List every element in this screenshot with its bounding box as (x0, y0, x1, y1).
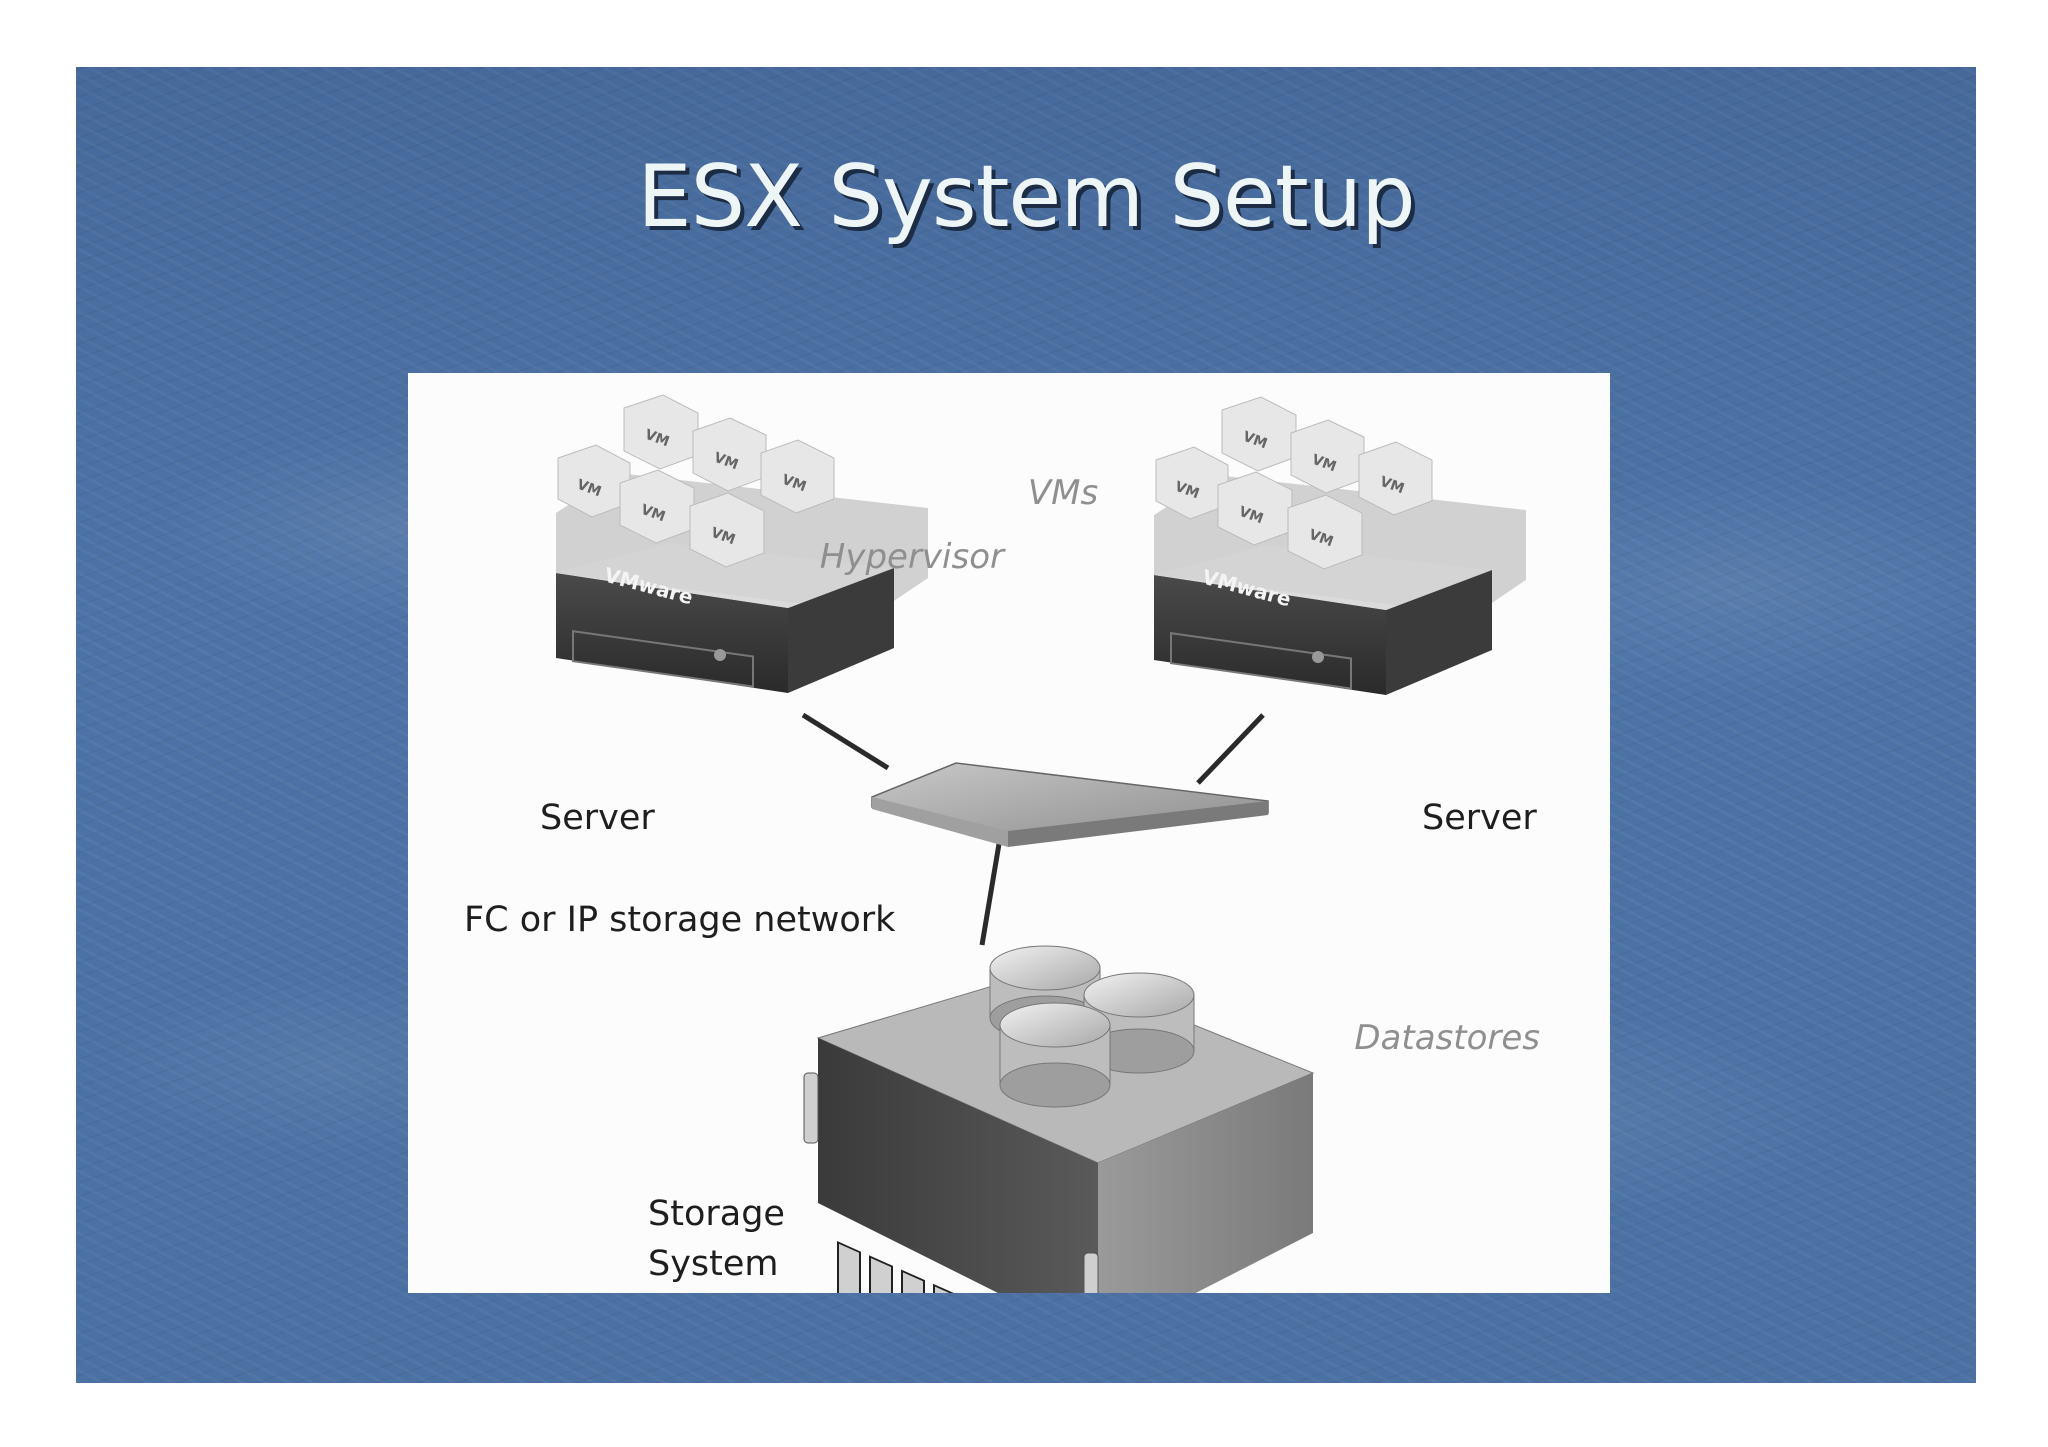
slide: ESX System Setup (76, 67, 1976, 1383)
vm-cubes-left: VM VM VM VM VM VM (557, 394, 835, 568)
vm-label: VM (1241, 429, 1270, 453)
server-left-button (714, 649, 726, 661)
server-right-side (1386, 570, 1492, 695)
vm-label: VM (575, 477, 604, 501)
vm-label: VM (643, 427, 672, 451)
label-hypervisor: Hypervisor (820, 537, 1006, 577)
cable-storage (979, 837, 1003, 946)
server-right: VMware VM VM VM VM VM VM (1154, 396, 1526, 695)
drive-bays (837, 1241, 957, 1293)
vm-label: VM (1173, 479, 1202, 503)
server-right-front (1154, 575, 1386, 695)
vm-label: VM (1378, 474, 1407, 498)
vm-label: VM (780, 472, 809, 496)
server-left-front (556, 573, 788, 693)
server-right-top (1154, 545, 1492, 610)
switch-side (872, 797, 1008, 847)
storage-side (1098, 1073, 1313, 1293)
label-storage-line1: Storage (648, 1194, 785, 1234)
slide-title: ESX System Setup (637, 147, 1416, 247)
server-right-bay (1170, 632, 1352, 690)
label-server-right: Server (1422, 798, 1537, 838)
server-left-top (556, 543, 894, 608)
vm-label: VM (712, 450, 741, 474)
drive-bay (837, 1241, 861, 1293)
network-cables (801, 712, 1265, 946)
label-vms: VMs (1028, 473, 1098, 513)
datastore-disks (989, 945, 1195, 1108)
cable-right-server (1196, 713, 1265, 785)
label-datastores: Datastores (1354, 1018, 1540, 1058)
drive-bay (869, 1255, 893, 1293)
storage-front (818, 1038, 1098, 1293)
server-left-side (788, 568, 894, 693)
server-left: VMware VM VM VM VM VM VM (556, 394, 928, 693)
vm-label: VM (709, 525, 738, 549)
vm-label: VM (1237, 504, 1266, 528)
esx-diagram-svg: VMware VM VM VM VM VM VM (464, 394, 1540, 1293)
server-right-button (1312, 651, 1324, 663)
vm-cubes-right: VM VM VM VM VM VM (1155, 396, 1433, 570)
drive-bay (933, 1283, 957, 1293)
switch-front (1008, 801, 1268, 847)
drive-bay (901, 1269, 925, 1293)
datastore-disk (999, 1002, 1111, 1108)
network-switch (871, 762, 1269, 847)
storage-handle-left (803, 1072, 819, 1144)
label-storage-line2: System (648, 1244, 779, 1284)
cable-left-server (801, 712, 890, 771)
storage-array (803, 945, 1315, 1293)
label-server-left: Server (540, 798, 655, 838)
server-left-bay (572, 630, 754, 688)
vm-label: VM (1307, 527, 1336, 551)
vm-label: VM (1310, 452, 1339, 476)
storage-handle-right (1083, 1252, 1099, 1293)
vm-label: VM (639, 502, 668, 526)
esx-diagram: VMware VM VM VM VM VM VM (408, 373, 1610, 1293)
label-network: FC or IP storage network (464, 900, 896, 940)
